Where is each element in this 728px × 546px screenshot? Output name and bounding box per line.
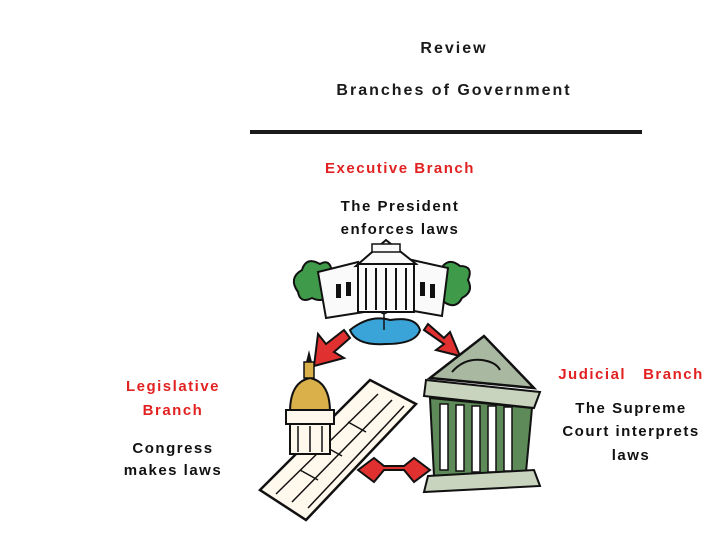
legislative-heading-1: Legislative — [125, 378, 221, 395]
judicial-desc-1: The Supreme — [575, 400, 687, 417]
arrow-legislative-judicial-icon — [356, 456, 432, 484]
white-house-icon — [292, 238, 471, 346]
legislative-desc-2: makes laws — [123, 462, 223, 479]
title-underline — [250, 130, 642, 134]
arrow-executive-legislative-icon — [312, 328, 352, 368]
title-review: Review — [420, 40, 488, 57]
judicial-heading: Judicial Branch — [558, 366, 704, 383]
title-branches: Branches of Government — [336, 82, 572, 99]
judicial-desc-3: laws — [611, 447, 651, 464]
supreme-court-icon — [422, 334, 542, 494]
executive-desc-2: enforces laws — [340, 221, 460, 238]
judicial-desc-2: Court interprets — [562, 423, 700, 440]
executive-desc-1: The President — [340, 198, 460, 215]
capitol-icon — [258, 350, 419, 522]
executive-heading: Executive Branch — [325, 160, 475, 177]
cycle-arrows — [312, 322, 462, 484]
legislative-desc-1: Congress — [132, 440, 214, 457]
legislative-heading-2: Branch — [142, 402, 204, 419]
arrow-executive-judicial-icon — [422, 322, 462, 358]
